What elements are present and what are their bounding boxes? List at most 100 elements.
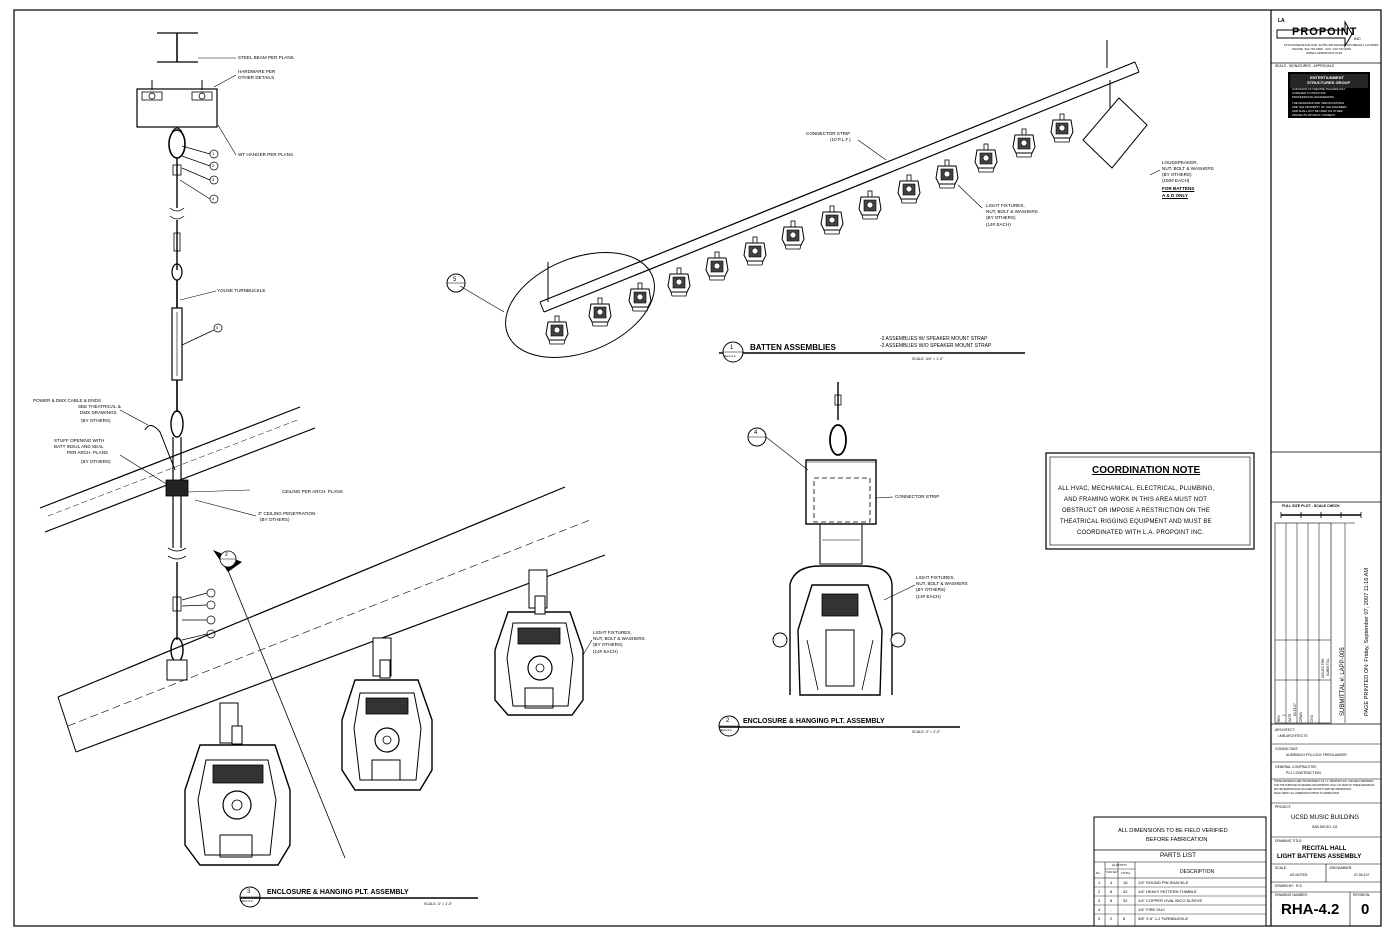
parts-header-total: TOTAL	[1121, 871, 1131, 875]
view-ref-2-left: 2	[225, 552, 228, 558]
part-5-sht: 2	[1110, 916, 1113, 921]
fine-print-3: MAY BE REPRODUCED OR USED WITHOUT WRITTE…	[1274, 788, 1352, 791]
enclosure-detail	[718, 382, 960, 737]
callout-power-2: SEE THEATRICAL &	[78, 404, 121, 409]
revision-value: 0	[1361, 901, 1370, 918]
firm-logo: PROPOINT	[1292, 26, 1358, 38]
firm-address-1: 1570 ROSECRANS AVE, SUITE 400 MANHATTAN …	[1284, 43, 1379, 47]
callout-power-4: (BY OTHERS)	[81, 418, 111, 423]
field-verify-1: ALL DIMENSIONS TO BE FIELD VERIFIED	[1118, 828, 1228, 834]
part-5-no: 5	[1098, 916, 1101, 921]
parts-header-no: No.	[1096, 871, 1101, 875]
view-3-sheet-ref: RHA-4.2	[241, 899, 253, 903]
part-2-no: 2	[1098, 889, 1101, 894]
drawing-number: RHA-4.2	[1281, 901, 1340, 918]
architect-label: ARCHITECT:	[1275, 728, 1295, 732]
logo-suffix: INC	[1354, 36, 1361, 41]
callout-penetration-2: (BY OTHERS)	[260, 517, 290, 522]
part-5-total: 8	[1123, 916, 1126, 921]
ent-line-7: ARE THE PROPERTY OF THE ENGINEER	[1292, 105, 1347, 109]
callout-steel-beam: STEEL BEAM PER PLANS	[238, 55, 294, 60]
parts-header-sht: THIS SHT	[1106, 871, 1118, 874]
view-2-scale: SCALE: 3" = 1'-0"	[912, 730, 941, 734]
callout-lights-1a: LIGHT FIXTURES,	[986, 203, 1025, 208]
callout-stuff-4: (BY OTHERS)	[81, 459, 111, 464]
callout-loudspeaker-1: LOUDSPEAKER,	[1162, 160, 1198, 165]
parts-qty-header: QUANTITY	[1112, 863, 1128, 867]
part-3-total: 32	[1123, 898, 1128, 903]
part-balloon-3: 3	[212, 177, 215, 182]
parts-list-title: PARTS LIST	[1160, 852, 1196, 859]
coordination-note-line-3: OBSTRUCT OR IMPOSE A RESTRICTION ON THE	[1062, 508, 1210, 514]
callout-lights-3c: (BY OTHERS)	[593, 642, 623, 647]
scale-value: AS NOTED	[1290, 873, 1308, 877]
part-balloon-1: 1	[212, 151, 215, 156]
part-balloon-2: 2	[212, 163, 215, 168]
view-1-title: BATTEN ASSEMBLIES	[750, 343, 836, 352]
callout-lights-2c: (BY OTHERS)	[916, 587, 946, 592]
part-3-desc: 1/4" COPPER OVAL NICO SLEEVE	[1138, 898, 1203, 903]
callout-stuff-1: STUFF OPENING WITH	[54, 438, 105, 443]
logo-prefix: LA	[1278, 18, 1285, 24]
view-3-number: 3	[247, 889, 251, 895]
view-ref-4: 4	[754, 430, 758, 436]
drawn-label: DRAWN BY:	[1275, 884, 1294, 888]
ent-line-3: A DIVISION OF THEATRE TECHNOLOGY	[1292, 87, 1346, 91]
project-name: UCSD MUSIC BUILDING	[1291, 815, 1360, 821]
coordination-note-line-5: COORDINATED WITH L.A. PROPOINT INC.	[1077, 530, 1204, 536]
callout-loudspeaker-note-1: FOR BATTENS	[1162, 186, 1195, 191]
firm-address-2: PHONE: 310 707-0600 FAX: 310 707-0601	[1292, 47, 1352, 51]
view-1-scale: SCALE: 3/4" = 1'-0"	[912, 357, 944, 361]
ent-line-4: LICENSED TO PRACTICE	[1292, 91, 1326, 95]
part-5-desc: 3/8" X 6" J-J TURNBUCKLE	[1138, 916, 1189, 921]
part-1-sht: 4	[1110, 880, 1113, 885]
drawing-title-label: DRAWING TITLE:	[1275, 839, 1303, 843]
sloped-batten-large	[57, 486, 606, 866]
drawing-title-2: LIGHT BATTENS ASSEMBLY	[1277, 853, 1362, 860]
part-1-total: 16	[1123, 880, 1128, 885]
ent-line-2: STRUCTURES GROUP	[1307, 80, 1351, 85]
callout-lights-3b: NUT, BOLT & WASHERS	[593, 636, 645, 641]
view-2-title: ENCLOSURE & HANGING PLT. ASSEMBLY	[743, 718, 885, 725]
gc-value: PCL CONSTRUCTION	[1286, 771, 1321, 775]
callout-turnbuckle: YOUSE TURNBUCKLE	[217, 288, 266, 293]
consultant-value: AUERBACH POLLOCK FRIEDLANDER	[1286, 753, 1347, 757]
callout-lights-1c: (BY OTHERS)	[986, 215, 1016, 220]
callout-loudspeaker-note-2: A & D ONLY	[1162, 193, 1188, 198]
callout-hardware-1: HARDWARE PER	[238, 69, 276, 74]
view-1-note-1: -2 ASSEMBLIES W/ SPEAKER MOUNT STRAP	[880, 336, 988, 342]
callout-stuff-3: PER ARCH. PLANS	[67, 450, 109, 455]
callout-lights-2d: (14# EACH)	[916, 594, 941, 599]
fine-print-4: FIELD VERIFY ALL DIMENSIONS PRIOR TO FAB…	[1274, 792, 1340, 795]
ent-line-9: PROJECTS WITHOUT CONSENT	[1292, 113, 1336, 117]
coordination-note-title: COORDINATION NOTE	[1092, 465, 1201, 476]
part-balloon-4: 4	[212, 196, 215, 201]
job-value: 07-06-107	[1354, 873, 1370, 877]
printed-on: PAGE PRINTED ON: Friday, September 07, 2…	[1364, 568, 1370, 716]
part-4-sht: -	[1110, 907, 1112, 912]
architect-value: LMN ARCHITECTS	[1278, 734, 1308, 738]
hanger-detail	[39, 32, 346, 859]
part-4-total: -	[1123, 907, 1125, 912]
callout-wt-hanger: WT HANGER PER PLANS	[238, 152, 294, 157]
callout-lights-2b: NUT, BOLT & WASHERS	[916, 581, 968, 586]
submittal-number: SUBMITTAL #: LAPP-005	[1340, 647, 1346, 716]
part-2-sht: 8	[1110, 889, 1113, 894]
callout-connector-strip-2: (10 P.L.F.)	[830, 137, 851, 142]
drawn-value: R.S.	[1296, 884, 1303, 888]
seals-label: SEALS - SIGNATURES - APPROVALS	[1275, 64, 1334, 68]
callout-loudspeaker-4: (150# EACH)	[1162, 178, 1190, 183]
callout-power-1: POWER & DMX CABLE & ENDS	[33, 398, 101, 403]
part-3-no: 3	[1098, 898, 1101, 903]
ent-line-8: AND SHALL NOT BE USED ON OTHER	[1292, 109, 1343, 113]
fine-print-2: FOR THE PURPOSE OF REVIEW AND APPROVAL O…	[1274, 784, 1375, 787]
part-balloon-5: 5	[216, 325, 219, 330]
part-3-sht: 8	[1110, 898, 1113, 903]
coordination-note-line-2: AND FRAMING WORK IN THIS AREA MUST NOT	[1064, 497, 1208, 503]
view-3-title: ENCLOSURE & HANGING PLT. ASSEMBLY	[267, 889, 409, 896]
callout-lights-3a: LIGHT FIXTURES,	[593, 630, 632, 635]
full-size-label: FULL SIZE PLOT - SCALE CHECK	[1282, 504, 1340, 508]
field-verify-2: BEFORE FABRICATION	[1146, 837, 1208, 843]
callout-lights-1b: NUT, BOLT & WASHERS	[986, 209, 1038, 214]
